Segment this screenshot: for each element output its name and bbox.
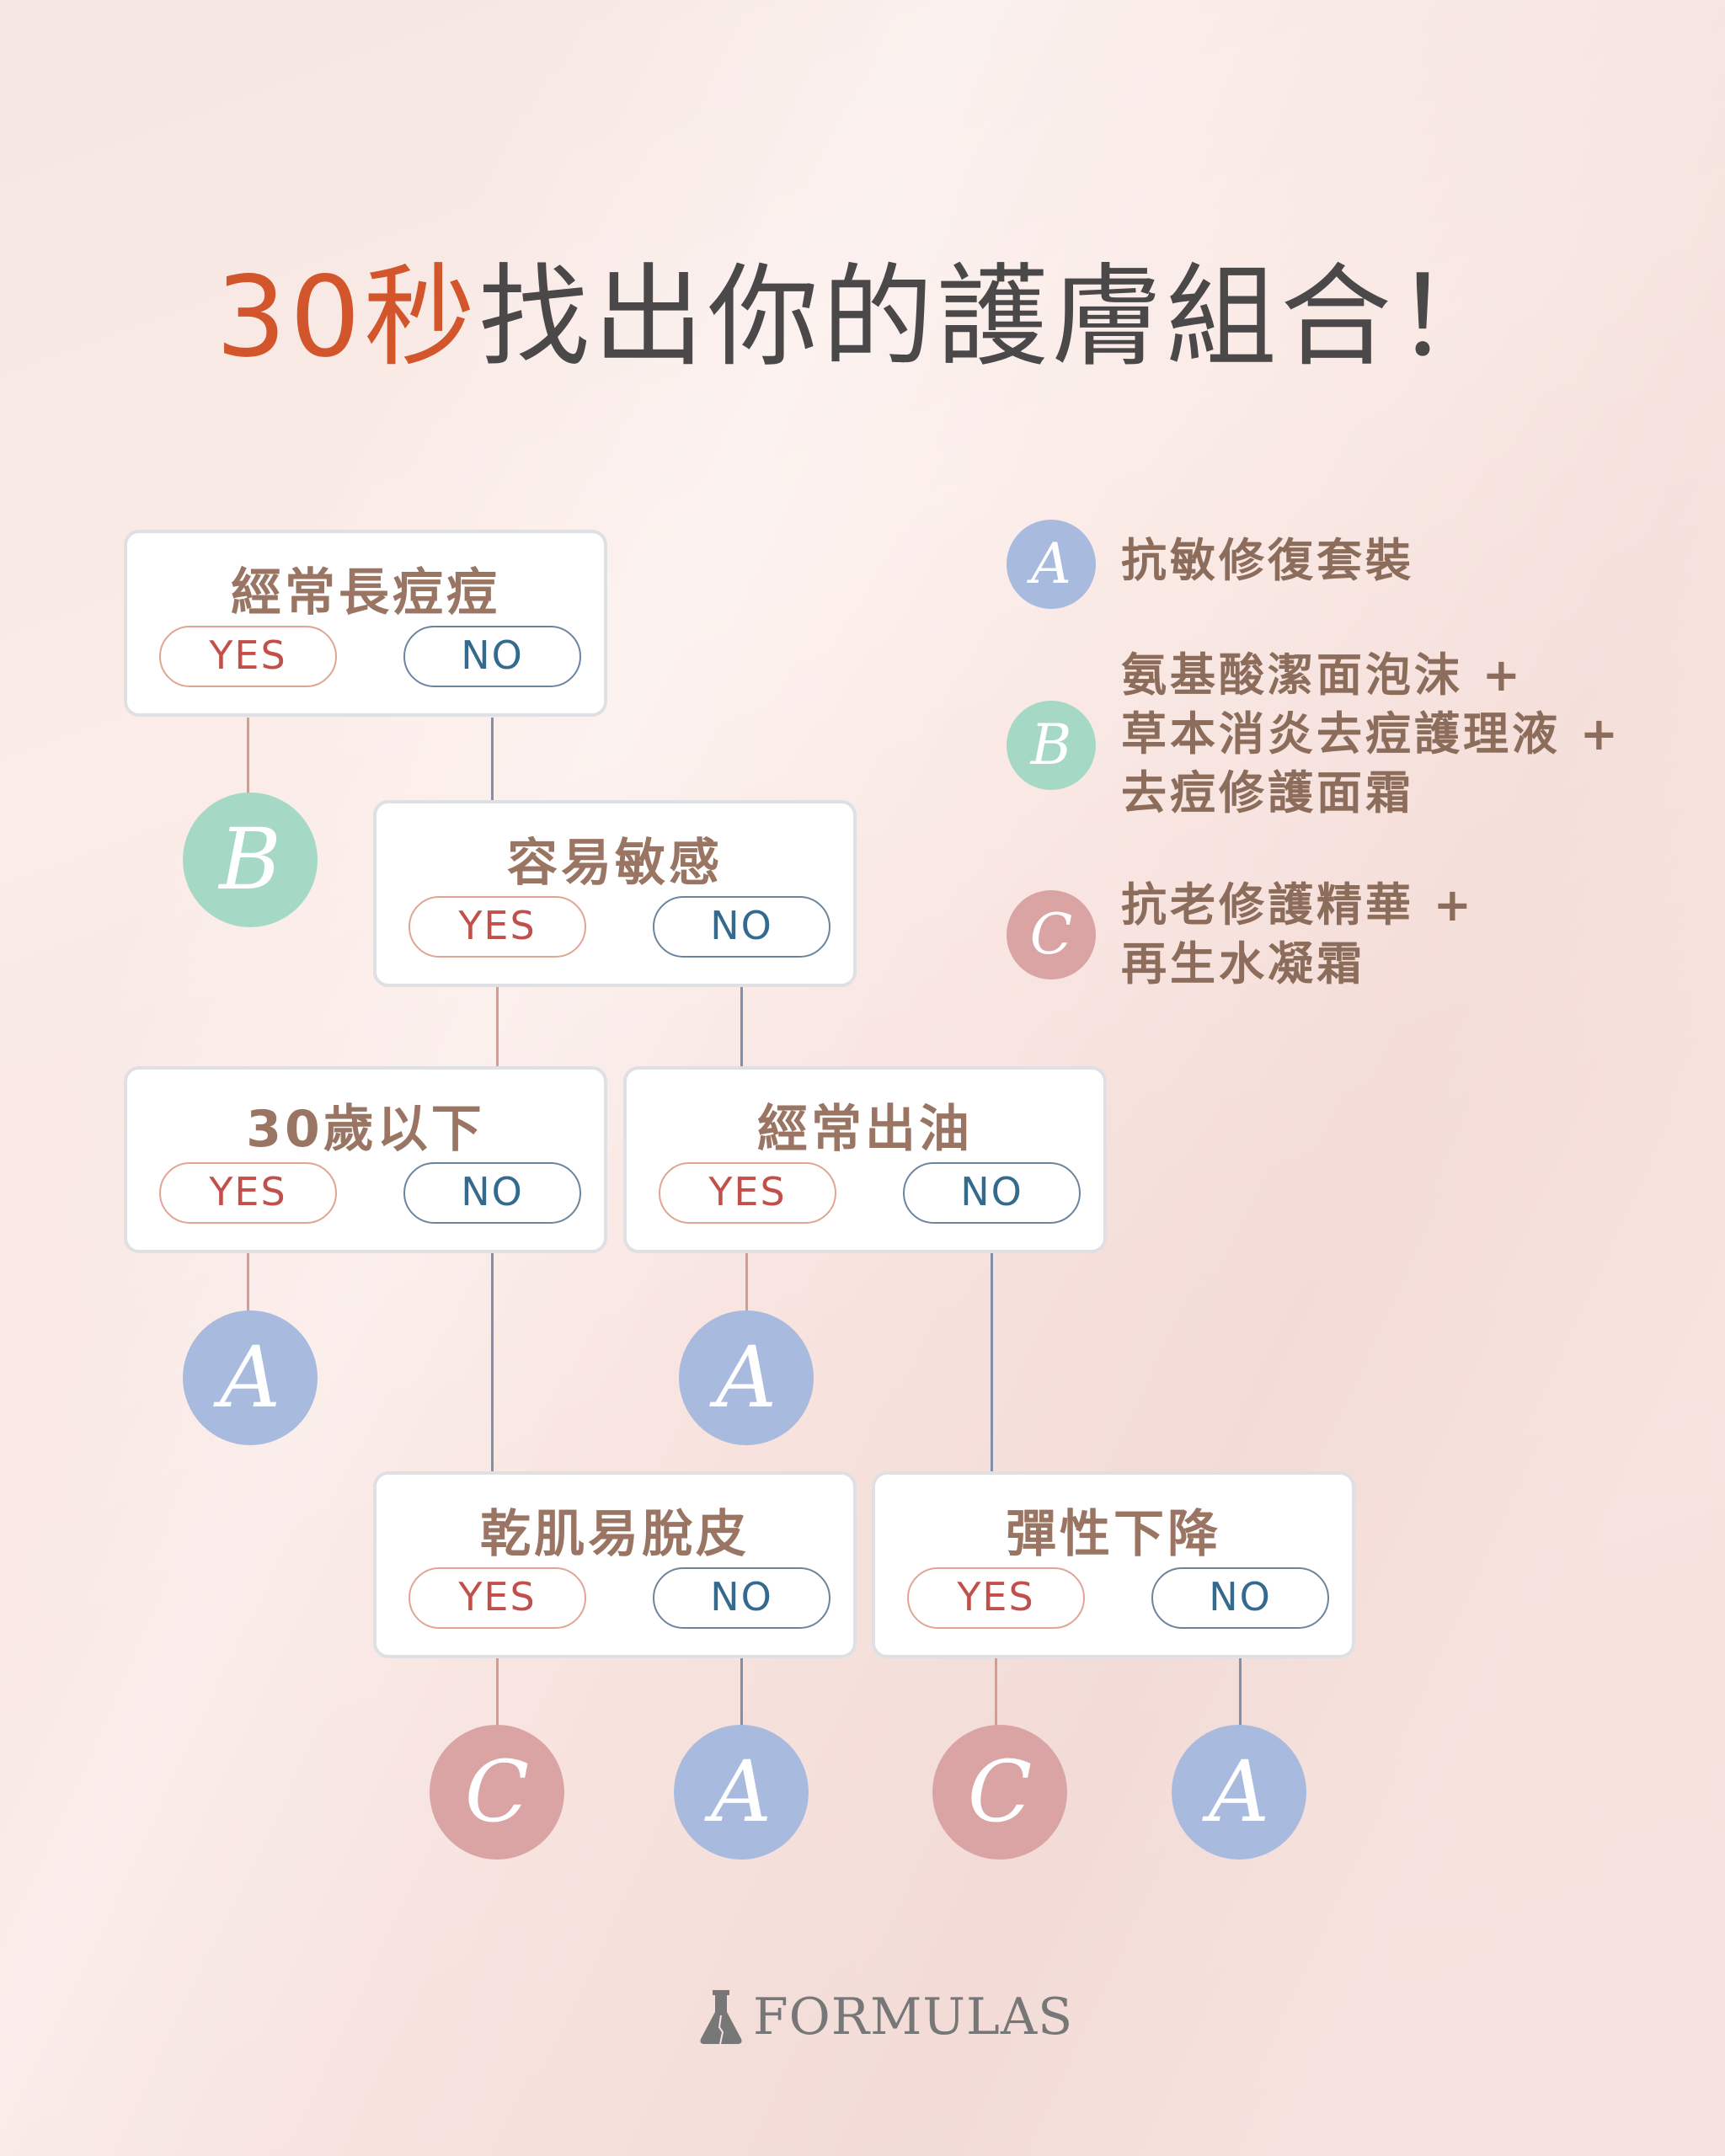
legend-b-text: 氨基酸潔面泡沫 + 草本消炎去痘護理液 + 去痘修護面霜	[1121, 646, 1621, 823]
legend-c-badge: C	[1007, 890, 1096, 979]
legend-a-badge: A	[1007, 520, 1096, 609]
brand-logo: FORMULAS	[699, 1983, 1073, 2051]
title-highlight: 30秒	[216, 253, 478, 382]
legend-a-text: 抗敏修復套裝	[1121, 531, 1414, 590]
question-label: 經常出油	[757, 1100, 973, 1159]
question-box-under-30: 30歲以下 YES NO	[124, 1066, 607, 1253]
result-b-badge: B	[183, 792, 318, 927]
legend-line: 抗敏修復套裝	[1121, 534, 1414, 587]
question-box-elasticity: 彈性下降 YES NO	[872, 1471, 1355, 1658]
connector-no	[1239, 1658, 1242, 1727]
result-c-badge: C	[932, 1725, 1067, 1860]
question-box-oily: 經常出油 YES NO	[623, 1066, 1107, 1253]
connector-yes	[496, 1658, 499, 1727]
question-label: 30歲以下	[246, 1100, 485, 1159]
question-box-sensitive: 容易敏感 YES NO	[373, 800, 857, 987]
result-a-badge: A	[183, 1310, 318, 1445]
no-button[interactable]: NO	[403, 626, 581, 687]
legend-line: 再生水凝霜	[1121, 937, 1365, 990]
brand-name: FORMULAS	[753, 1988, 1074, 2047]
connector-yes	[496, 987, 499, 1068]
question-label: 彈性下降	[1006, 1505, 1221, 1564]
no-button[interactable]: NO	[903, 1162, 1081, 1224]
yes-button[interactable]: YES	[659, 1162, 836, 1224]
legend-b-badge: B	[1007, 701, 1096, 790]
result-a-badge: A	[679, 1310, 814, 1445]
connector-no	[491, 718, 494, 802]
connector-no	[740, 1658, 743, 1727]
no-button[interactable]: NO	[653, 896, 830, 958]
connector-no	[740, 987, 743, 1068]
yes-button[interactable]: YES	[409, 896, 586, 958]
no-button[interactable]: NO	[653, 1567, 830, 1629]
connector-yes	[247, 1253, 249, 1312]
question-label: 乾肌易脫皮	[480, 1505, 750, 1564]
question-label: 經常長痘痘	[231, 563, 500, 622]
connector-no	[491, 1253, 494, 1473]
legend-line: 草本消炎去痘護理液 +	[1121, 707, 1622, 760]
connector-yes	[247, 718, 249, 795]
question-label: 容易敏感	[507, 834, 723, 893]
question-box-acne: 經常長痘痘 YES NO	[124, 530, 607, 717]
legend-line: 氨基酸潔面泡沫 +	[1121, 648, 1525, 702]
result-a-badge: A	[1172, 1725, 1306, 1860]
title-rest: 找出你的護膚組合！	[478, 253, 1509, 382]
yes-button[interactable]: YES	[907, 1567, 1085, 1629]
yes-button[interactable]: YES	[159, 1162, 337, 1224]
result-a-badge: A	[674, 1725, 809, 1860]
connector-yes	[745, 1253, 748, 1312]
legend-line: 去痘修護面霜	[1121, 766, 1414, 819]
connector-yes	[995, 1658, 997, 1727]
no-button[interactable]: NO	[403, 1162, 581, 1224]
result-c-badge: C	[430, 1725, 564, 1860]
connector-no	[991, 1253, 993, 1473]
yes-button[interactable]: YES	[409, 1567, 586, 1629]
yes-button[interactable]: YES	[159, 626, 337, 687]
legend-line: 抗老修護精華 +	[1121, 878, 1476, 931]
flask-icon	[700, 1990, 742, 2044]
page-title: 30秒找出你的護膚組合！	[0, 227, 1725, 388]
no-button[interactable]: NO	[1151, 1567, 1329, 1629]
question-box-dry-peeling: 乾肌易脫皮 YES NO	[373, 1471, 857, 1658]
legend-c-text: 抗老修護精華 + 再生水凝霜	[1121, 876, 1475, 994]
